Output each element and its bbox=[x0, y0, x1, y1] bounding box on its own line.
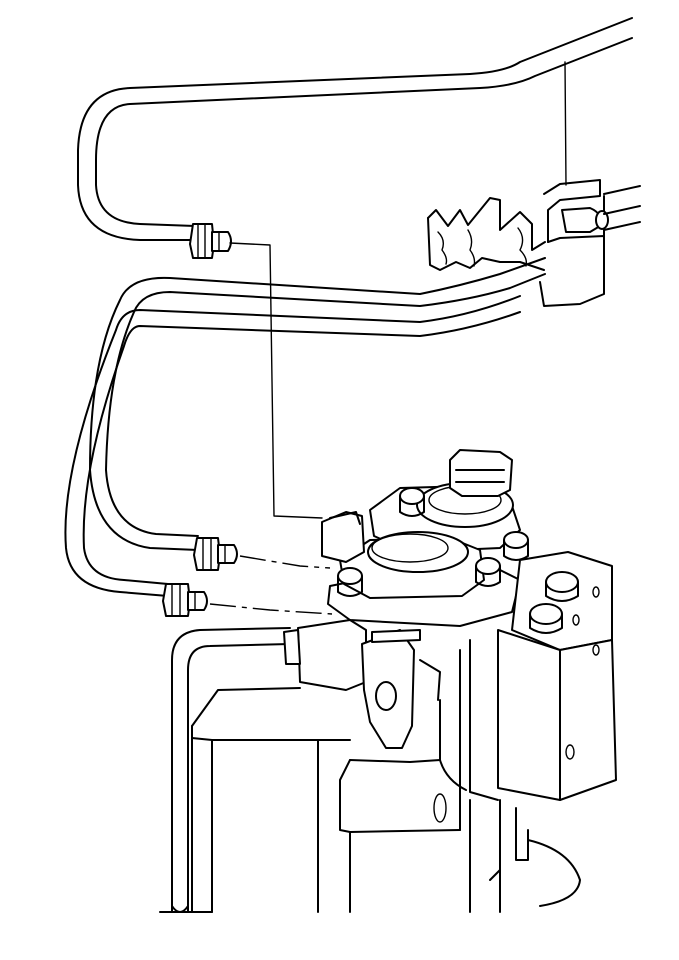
frame-structure bbox=[159, 627, 351, 913]
middle-fitting-leader bbox=[239, 555, 331, 569]
upper-line-fitting bbox=[189, 223, 232, 259]
line-retaining-clip bbox=[427, 179, 641, 307]
lower-line-fitting bbox=[162, 583, 208, 617]
valve-bolts bbox=[337, 487, 529, 597]
combination-valve bbox=[283, 449, 529, 749]
upper-fitting-leader bbox=[229, 242, 323, 519]
upper-brake-line bbox=[77, 17, 633, 241]
middle-brake-lines bbox=[64, 257, 546, 597]
middle-line-fitting bbox=[193, 537, 238, 571]
master-cylinder-block bbox=[339, 551, 617, 913]
lower-fitting-leader bbox=[209, 603, 333, 615]
